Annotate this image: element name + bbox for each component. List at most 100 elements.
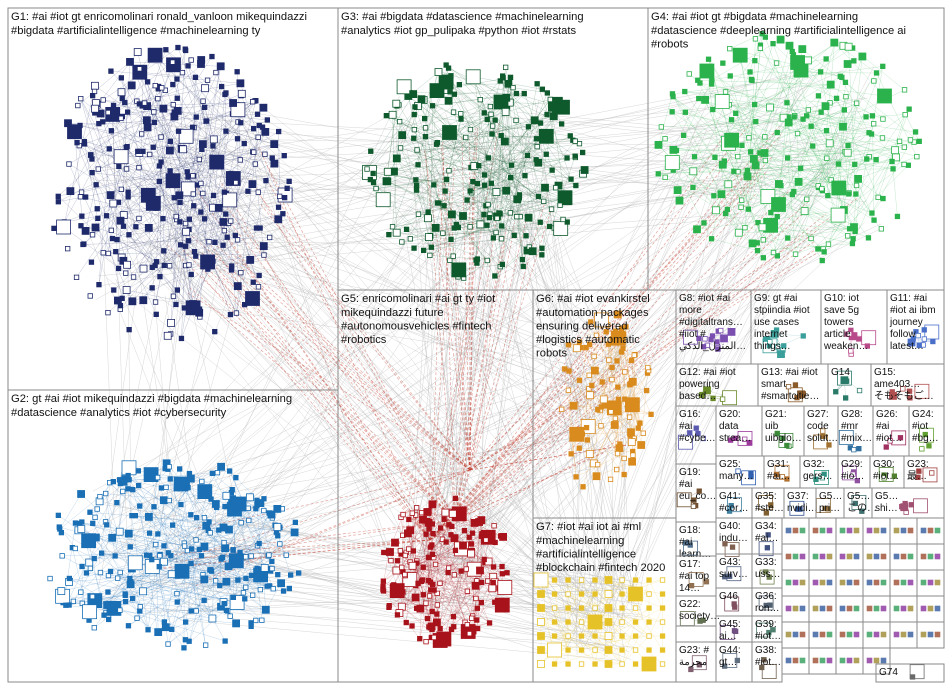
node[interactable] [413, 177, 419, 183]
node[interactable] [728, 117, 735, 123]
node[interactable] [537, 660, 545, 668]
node[interactable] [576, 140, 583, 147]
node[interactable] [127, 555, 143, 571]
node[interactable] [431, 182, 437, 188]
node[interactable] [791, 188, 797, 195]
node[interactable] [160, 215, 166, 222]
node[interactable] [622, 369, 628, 375]
node[interactable] [494, 215, 500, 222]
node[interactable] [578, 661, 585, 667]
node[interactable] [800, 207, 809, 216]
node[interactable] [560, 216, 566, 223]
node[interactable] [619, 661, 625, 667]
node[interactable] [819, 527, 826, 534]
node[interactable] [696, 335, 702, 342]
node[interactable] [444, 96, 453, 105]
node[interactable] [275, 533, 281, 539]
node[interactable] [219, 218, 228, 226]
node[interactable] [927, 553, 934, 560]
node[interactable] [710, 395, 716, 402]
node[interactable] [892, 153, 900, 162]
node[interactable] [246, 255, 255, 264]
node[interactable] [848, 348, 854, 354]
node[interactable] [621, 455, 627, 462]
node[interactable] [428, 244, 435, 250]
node[interactable] [422, 125, 429, 131]
node[interactable] [440, 230, 446, 236]
node[interactable] [402, 552, 408, 559]
node[interactable] [170, 81, 176, 88]
node[interactable] [578, 619, 585, 625]
node[interactable] [169, 626, 175, 632]
node[interactable] [432, 618, 441, 627]
node[interactable] [175, 44, 181, 51]
node[interactable] [269, 155, 275, 161]
node[interactable] [524, 152, 531, 159]
node[interactable] [188, 57, 194, 63]
node[interactable] [856, 387, 863, 394]
node[interactable] [457, 508, 464, 515]
node[interactable] [565, 387, 572, 393]
node[interactable] [255, 134, 261, 140]
node[interactable] [738, 204, 744, 210]
node[interactable] [72, 545, 78, 552]
node[interactable] [804, 196, 810, 202]
node[interactable] [784, 442, 790, 449]
node[interactable] [893, 631, 900, 638]
node[interactable] [792, 553, 799, 560]
node[interactable] [659, 633, 666, 639]
node[interactable] [228, 218, 234, 224]
node[interactable] [733, 628, 739, 634]
node[interactable] [541, 198, 547, 205]
node[interactable] [445, 65, 452, 71]
node[interactable] [887, 438, 893, 444]
node[interactable] [490, 564, 497, 570]
node[interactable] [760, 237, 766, 243]
node[interactable] [630, 452, 636, 458]
node[interactable] [481, 182, 488, 188]
node[interactable] [921, 336, 927, 342]
node[interactable] [375, 192, 391, 208]
node[interactable] [182, 227, 191, 236]
node[interactable] [140, 148, 146, 155]
node[interactable] [103, 601, 111, 609]
node[interactable] [383, 113, 390, 119]
node[interactable] [761, 657, 767, 663]
node[interactable] [724, 180, 733, 189]
node[interactable] [846, 191, 852, 197]
node[interactable] [153, 311, 159, 318]
node[interactable] [458, 116, 464, 122]
node[interactable] [97, 493, 103, 500]
node[interactable] [614, 450, 621, 457]
node[interactable] [759, 664, 765, 671]
node[interactable] [592, 605, 598, 611]
node[interactable] [146, 530, 153, 536]
node[interactable] [504, 79, 513, 88]
node[interactable] [907, 605, 914, 612]
node[interactable] [586, 386, 592, 392]
node[interactable] [493, 229, 499, 236]
node[interactable] [763, 602, 769, 609]
node[interactable] [169, 59, 176, 65]
node[interactable] [234, 237, 241, 243]
node[interactable] [632, 647, 639, 653]
node[interactable] [229, 263, 235, 269]
node[interactable] [177, 199, 183, 206]
node[interactable] [81, 226, 90, 235]
node[interactable] [551, 591, 558, 597]
node[interactable] [481, 110, 487, 116]
node[interactable] [815, 93, 822, 99]
node[interactable] [158, 485, 165, 491]
node[interactable] [88, 259, 95, 265]
node[interactable] [780, 435, 786, 442]
node[interactable] [419, 515, 427, 524]
node[interactable] [625, 397, 640, 413]
node[interactable] [106, 191, 115, 200]
node[interactable] [111, 287, 117, 293]
node[interactable] [557, 202, 563, 208]
node[interactable] [915, 474, 921, 481]
node[interactable] [549, 112, 558, 121]
node[interactable] [388, 110, 397, 119]
node[interactable] [926, 443, 932, 449]
node[interactable] [170, 293, 177, 299]
